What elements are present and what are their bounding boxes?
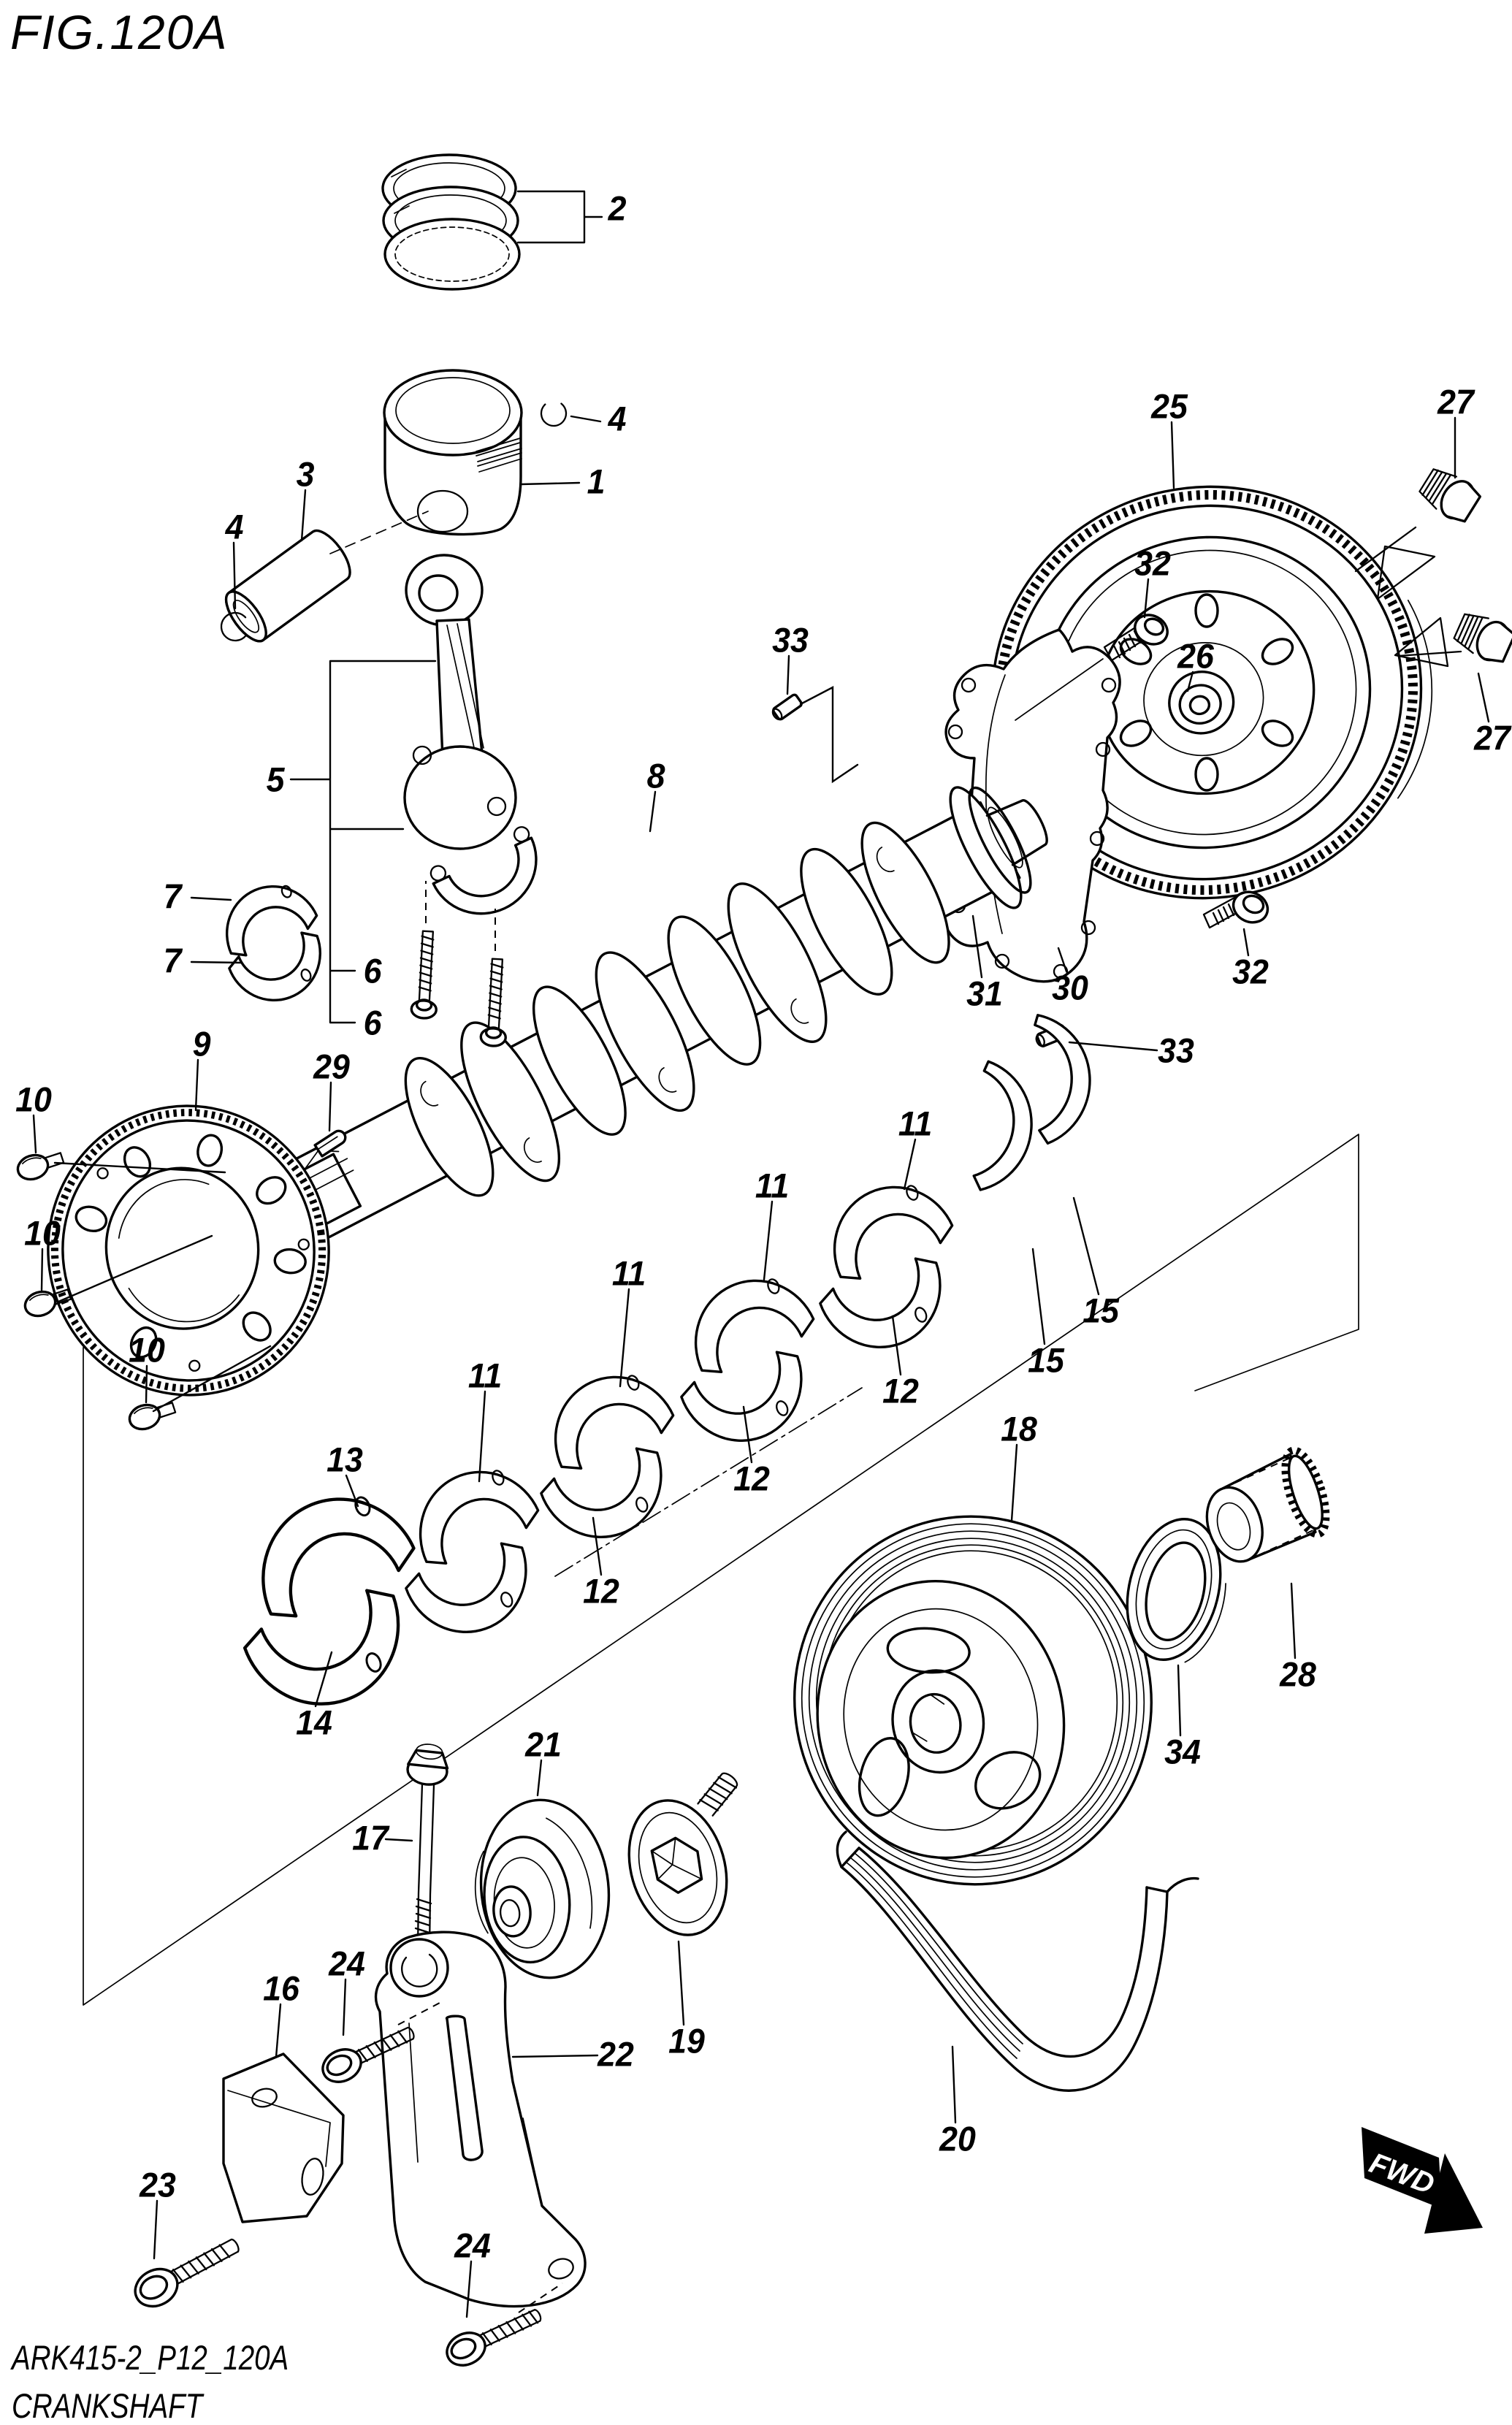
crankshaft-drawing xyxy=(270,786,1048,1244)
part-label-16: 16 xyxy=(263,1968,299,2008)
part-label-7: 7 xyxy=(163,941,182,980)
part-label-22: 22 xyxy=(597,2034,634,2074)
connecting-rod-drawing xyxy=(403,554,538,915)
crank-pulley-drawing xyxy=(793,1515,1153,1886)
part-label-13: 13 xyxy=(327,1440,363,1479)
piston-drawing xyxy=(329,369,523,554)
timing-sprocket-drawing xyxy=(47,1104,330,1397)
bolt-24b xyxy=(446,2309,542,2367)
part-label-33: 33 xyxy=(772,620,809,660)
piston-rings-drawing xyxy=(381,153,521,291)
part-label-25: 25 xyxy=(1151,386,1188,426)
dowel-pin-33a xyxy=(771,693,803,721)
pilot-bolt-32a xyxy=(1015,614,1169,721)
part-label-27: 27 xyxy=(1437,382,1474,421)
part-label-30: 30 xyxy=(1052,968,1088,1007)
flywheel-mount-bolt-27b xyxy=(1453,613,1512,663)
part-label-26: 26 xyxy=(1177,636,1214,676)
main-bearing-unit-2 xyxy=(675,1261,822,1461)
part-label-14: 14 xyxy=(296,1703,332,1742)
part-label-27: 27 xyxy=(1474,718,1511,757)
part-label-20: 20 xyxy=(939,2119,976,2158)
part-label-23: 23 xyxy=(140,2165,176,2204)
part-label-34: 34 xyxy=(1164,1732,1201,1771)
rod-bolt-6b xyxy=(479,958,507,1047)
flywheel-mount-bolt-27a xyxy=(1419,468,1482,523)
figure-title: FIG.120A xyxy=(10,5,229,59)
tensioner-bracket-drawing xyxy=(374,1931,587,2308)
leader-lines xyxy=(32,190,1490,2318)
bolt-23 xyxy=(134,2238,240,2308)
crank-gear-drawing xyxy=(1205,1446,1330,1563)
part-label-12: 12 xyxy=(583,1571,619,1611)
footer-name: CRANKSHAFT xyxy=(12,2386,203,2425)
piston-pin-drawing xyxy=(224,529,351,643)
part-label-24: 24 xyxy=(329,1944,365,1983)
part-label-21: 21 xyxy=(525,1725,562,1764)
part-label-12: 12 xyxy=(733,1459,770,1498)
part-label-32: 32 xyxy=(1232,952,1269,991)
part-label-3: 3 xyxy=(296,454,315,494)
main-bearing-unit-1 xyxy=(814,1167,961,1367)
part-label-11: 11 xyxy=(611,1253,646,1293)
snap-ring-4b xyxy=(220,611,251,642)
main-bearing-unit-4 xyxy=(400,1452,546,1652)
sprocket-bolt-10b xyxy=(23,1288,72,1318)
thrust-washer-a xyxy=(951,1059,1049,1201)
rod-bearing-shells-drawing xyxy=(225,885,321,1002)
part-label-11: 11 xyxy=(898,1104,933,1143)
fwd-arrow: FWD xyxy=(1362,2127,1483,2234)
part-label-6: 6 xyxy=(363,1003,382,1042)
snap-ring-4a xyxy=(540,400,568,427)
part-label-10: 10 xyxy=(24,1213,61,1253)
part-label-12: 12 xyxy=(882,1371,919,1410)
drive-belt-drawing xyxy=(836,1830,1199,2092)
bolt-24a xyxy=(321,2026,415,2083)
part-label-33: 33 xyxy=(1158,1031,1194,1070)
oil-seal-drawing xyxy=(1126,1518,1226,1663)
sprocket-bolt-10a xyxy=(16,1152,65,1181)
main-bearing-unit-13-14 xyxy=(239,1475,423,1728)
part-label-24: 24 xyxy=(454,2226,491,2265)
woodruff-key-drawing xyxy=(313,1129,347,1158)
part-label-31: 31 xyxy=(966,974,1003,1013)
part-label-32: 32 xyxy=(1134,543,1171,583)
pilot-bolt-32b xyxy=(1202,890,1269,929)
part-label-8: 8 xyxy=(646,756,665,795)
part-label-15: 15 xyxy=(1028,1340,1064,1380)
part-label-28: 28 xyxy=(1280,1654,1316,1694)
tensioner-pulley-drawing xyxy=(474,1798,611,1979)
part-label-9: 9 xyxy=(192,1024,211,1063)
part-label-10: 10 xyxy=(15,1080,52,1119)
part-label-19: 19 xyxy=(668,2021,705,2061)
chevron-marks xyxy=(1354,526,1462,668)
part-label-17: 17 xyxy=(352,1818,389,1857)
footer-code: ARK415-2_P12_120A xyxy=(12,2338,289,2377)
part-label-15: 15 xyxy=(1083,1291,1119,1330)
adjuster-washer-bolt-19 xyxy=(627,1772,738,1936)
part-label-4: 4 xyxy=(225,507,244,546)
sprocket-bolt-10c xyxy=(128,1402,177,1431)
part-label-6: 6 xyxy=(363,951,382,990)
part-label-11: 11 xyxy=(755,1166,790,1205)
part-label-5: 5 xyxy=(266,760,285,799)
main-bearing-unit-3 xyxy=(535,1357,681,1557)
part-label-7: 7 xyxy=(163,877,182,916)
stay-bracket-drawing xyxy=(222,2052,345,2223)
part-label-2: 2 xyxy=(608,188,627,228)
part-label-29: 29 xyxy=(313,1047,350,1086)
rod-bolt-6a xyxy=(410,930,438,1020)
part-label-11: 11 xyxy=(467,1356,503,1395)
part-label-10: 10 xyxy=(129,1330,165,1370)
tensioner-bolt-17 xyxy=(406,1744,449,1950)
part-label-4: 4 xyxy=(608,399,627,438)
part-label-1: 1 xyxy=(587,462,606,501)
part-label-18: 18 xyxy=(1001,1409,1037,1448)
